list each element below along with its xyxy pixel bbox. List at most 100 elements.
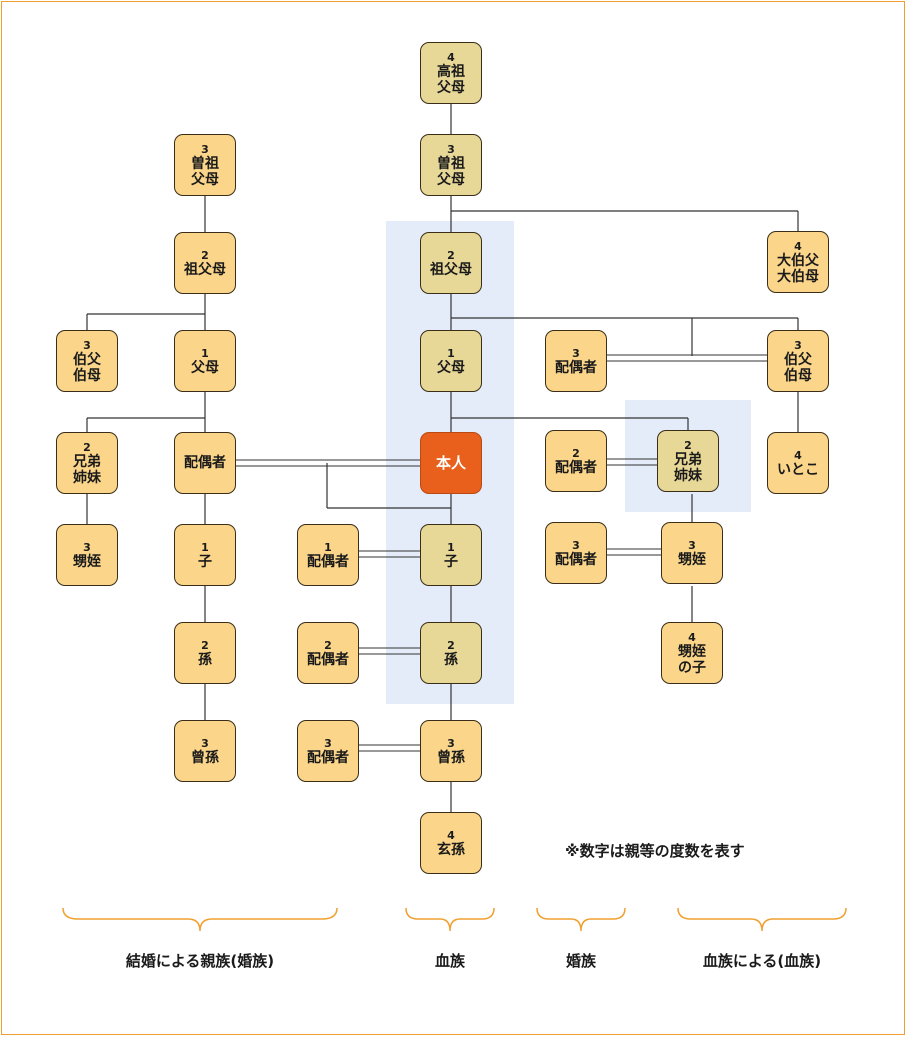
degree-label: 2 (447, 638, 455, 652)
degree-label: 2 (684, 438, 692, 452)
degree-label: 2 (201, 638, 209, 652)
degree-label: 4 (447, 828, 455, 842)
degree-label: 3 (447, 736, 455, 750)
degree-label: 1 (201, 346, 209, 360)
degree-label: 4 (794, 239, 802, 253)
brace-blood-relatives (405, 907, 495, 932)
relation-label: 伯父 伯母 (73, 351, 101, 384)
degree-label: 3 (688, 538, 696, 552)
relation-label: 配偶者 (307, 749, 349, 766)
degree-label: 3 (83, 338, 91, 352)
degree-label: 1 (201, 540, 209, 554)
relation-label: 玄孫 (437, 841, 465, 858)
relation-label: 配偶者 (307, 553, 349, 570)
group-label-marriage-relatives: 婚族 (565, 952, 596, 970)
brace-blood-by-blood (677, 907, 847, 932)
relation-label: 伯父 伯母 (784, 351, 812, 384)
node-spouse: 配偶者 (174, 432, 236, 494)
degree-label: 3 (447, 142, 455, 156)
node-self: 本人 (420, 432, 482, 494)
relation-label: 配偶者 (555, 459, 597, 476)
degree-label: 3 (794, 338, 802, 352)
brace-marriage-relatives (536, 907, 626, 932)
relation-label: 曽祖 父母 (191, 155, 219, 188)
degree-label: 2 (324, 638, 332, 652)
degree-label: 4 (688, 630, 696, 644)
degree-label: 2 (447, 248, 455, 262)
degree-label: 3 (201, 142, 209, 156)
relation-label: 父母 (191, 359, 219, 376)
degree-label: 2 (572, 446, 580, 460)
relation-label: 大伯父 大伯母 (777, 252, 819, 285)
degree-label: 3 (572, 538, 580, 552)
relation-label: 配偶者 (184, 455, 226, 471)
degree-label: 2 (201, 248, 209, 262)
relation-label: 配偶者 (555, 359, 597, 376)
relation-label: 曾孫 (191, 749, 219, 766)
relation-label: 曾孫 (437, 749, 465, 766)
group-label-inlaw-by-marriage: 結婚による親族(婚族) (125, 952, 275, 970)
group-label-blood-relatives: 血族 (434, 952, 465, 970)
relation-label: 兄弟 姉妹 (73, 453, 101, 486)
degree-label: 1 (447, 346, 455, 360)
relation-label: 父母 (437, 359, 465, 376)
relation-label: 子 (444, 553, 458, 570)
relation-label: 兄弟 姉妹 (674, 451, 702, 484)
relation-label: 本人 (435, 454, 466, 472)
group-label-blood-by-blood: 血族による(血族) (702, 952, 822, 970)
degree-label: 4 (794, 448, 802, 462)
relation-label: 甥姪 (678, 551, 706, 568)
relation-label: 祖父母 (184, 261, 226, 278)
degree-label: 3 (83, 540, 91, 554)
degree-label: 1 (324, 540, 332, 554)
degree-label: 3 (324, 736, 332, 750)
brace-inlaw-by-marriage (62, 907, 338, 932)
degree-label: 2 (83, 440, 91, 454)
relation-label: いとこ (777, 461, 819, 478)
degree-label: 3 (572, 346, 580, 360)
degree-label: 3 (201, 736, 209, 750)
relation-label: 孫 (198, 651, 212, 668)
relation-label: 甥姪 (73, 553, 101, 570)
degree-label: 4 (447, 50, 455, 64)
relation-label: 配偶者 (555, 551, 597, 568)
relation-label: 高祖 父母 (437, 63, 465, 96)
degree-label: 1 (447, 540, 455, 554)
relation-label: 甥姪 の子 (678, 643, 706, 676)
relation-label: 曽祖 父母 (437, 155, 465, 188)
relation-label: 子 (198, 553, 212, 570)
relation-label: 孫 (444, 651, 458, 668)
relation-label: 配偶者 (307, 651, 349, 668)
degree-note: ※数字は親等の度数を表す (565, 842, 745, 860)
